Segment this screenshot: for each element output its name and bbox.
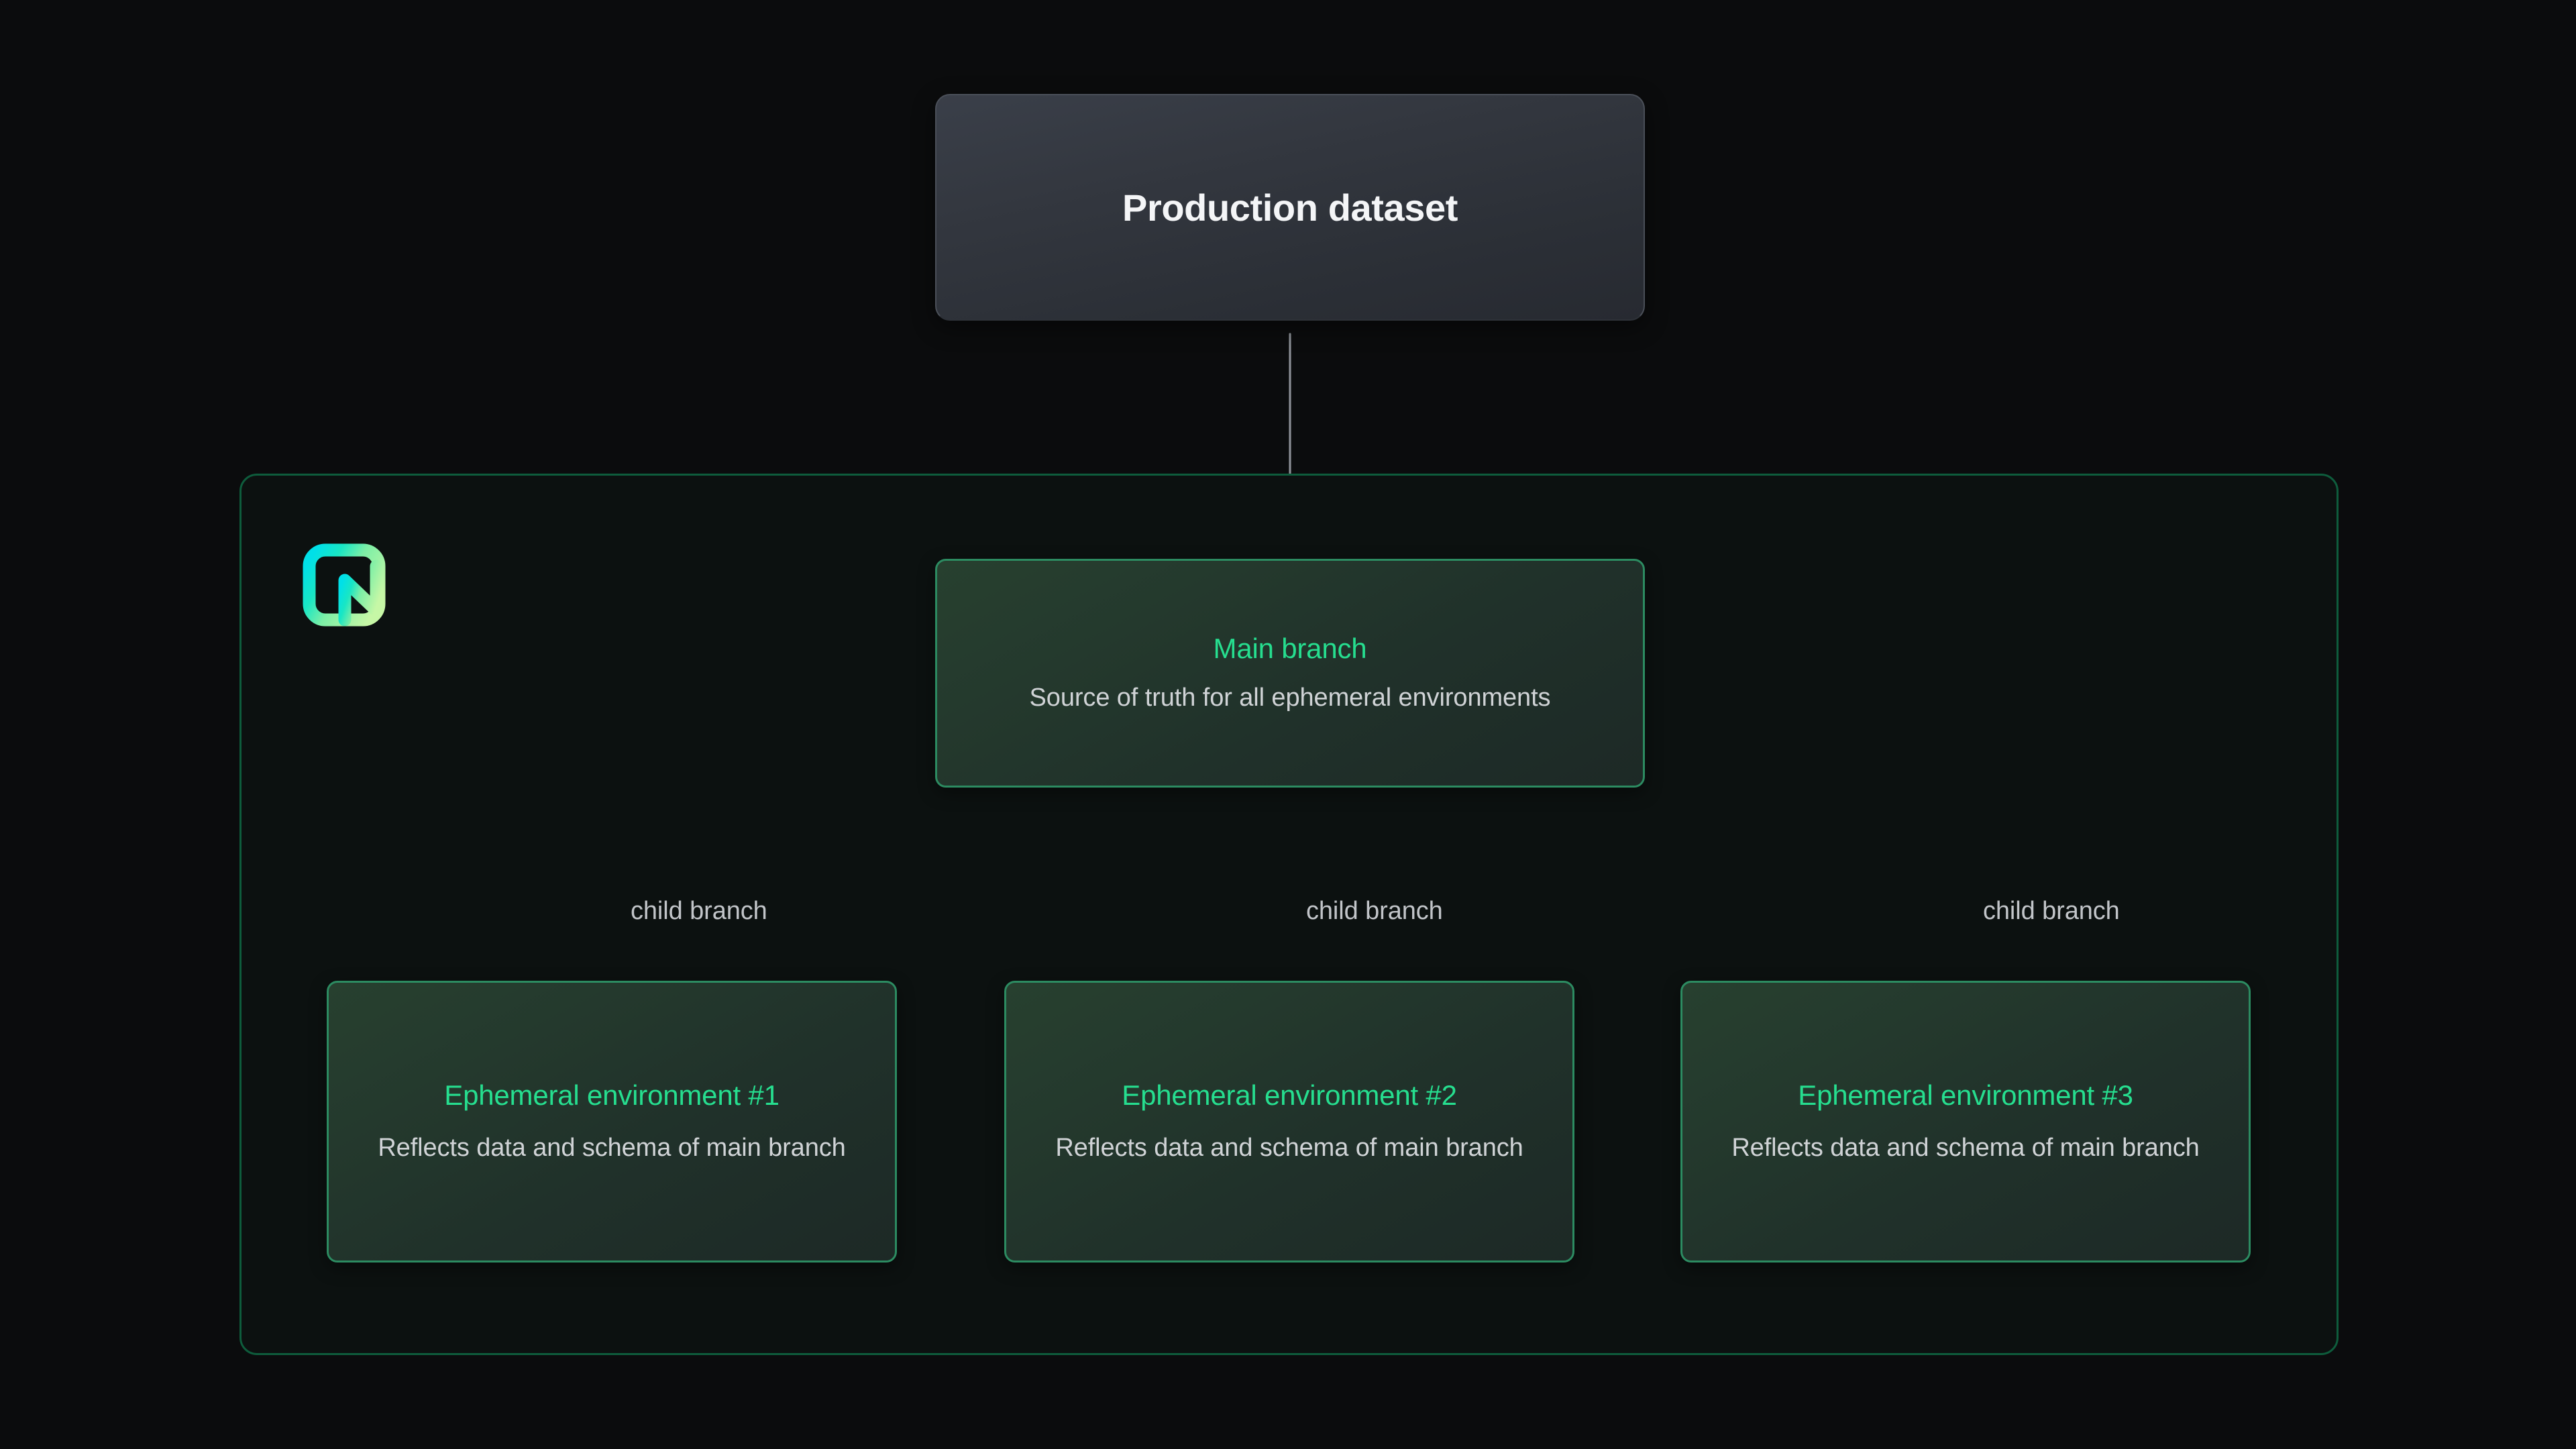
ephemeral-environment-node-2[interactable]: Ephemeral environment #2 Reflects data a… <box>1004 981 1574 1263</box>
edge-label-child-branch-3: child branch <box>1983 897 2120 925</box>
main-branch-title: Main branch <box>1213 632 1367 664</box>
neon-logo-icon <box>303 543 402 628</box>
ephemeral-environment-title-1: Ephemeral environment #1 <box>444 1079 780 1112</box>
ephemeral-environment-title-3: Ephemeral environment #3 <box>1798 1079 2133 1112</box>
main-branch-node[interactable]: Main branch Source of truth for all ephe… <box>935 559 1645 788</box>
ephemeral-environment-node-1[interactable]: Ephemeral environment #1 Reflects data a… <box>327 981 897 1263</box>
edge-label-child-branch-1: child branch <box>631 897 767 925</box>
ephemeral-environment-description-1: Reflects data and schema of main branch <box>378 1133 846 1162</box>
edge-label-child-branch-2: child branch <box>1306 897 1443 925</box>
ephemeral-environment-node-3[interactable]: Ephemeral environment #3 Reflects data a… <box>1680 981 2251 1263</box>
production-dataset-title: Production dataset <box>1122 186 1458 229</box>
ephemeral-environment-description-3: Reflects data and schema of main branch <box>1731 1133 2200 1162</box>
main-branch-description: Source of truth for all ephemeral enviro… <box>1029 684 1551 712</box>
production-dataset-node[interactable]: Production dataset <box>935 94 1645 321</box>
ephemeral-environment-title-2: Ephemeral environment #2 <box>1122 1079 1457 1112</box>
ephemeral-environment-description-2: Reflects data and schema of main branch <box>1055 1133 1523 1162</box>
